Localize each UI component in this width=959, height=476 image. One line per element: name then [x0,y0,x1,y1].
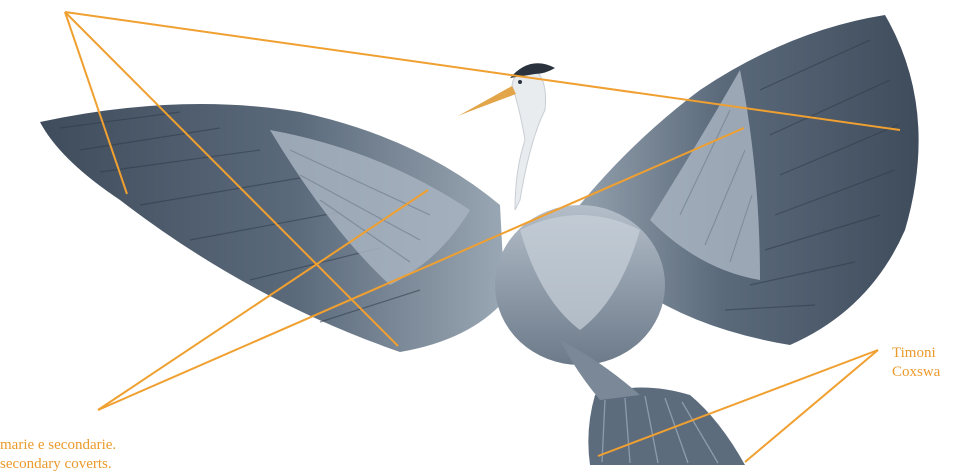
leader-line-tail-right [745,350,878,462]
coverts-label-line1: marie e secondarie. [0,436,116,455]
coverts-label: marie e secondarie. secondary coverts. [0,436,116,474]
tail-label-line2: Coxswa [892,363,940,382]
coverts-label-line2: secondary coverts. [0,455,116,474]
heron-tail [560,340,745,465]
tail-feathers-label: Timoni Coxswa [892,344,940,382]
heron-body [495,205,665,365]
tail-label-line1: Timoni [892,344,940,363]
